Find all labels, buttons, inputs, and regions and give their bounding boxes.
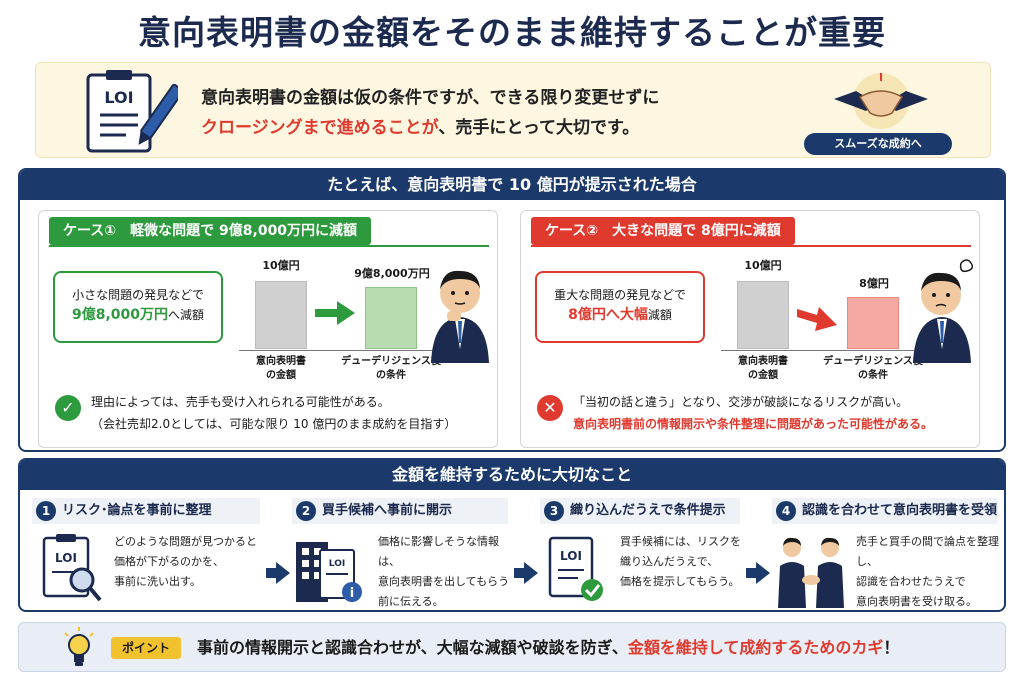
case-1-after-value: 9億8,000万円: [354, 267, 430, 280]
case-2-note-line2: 意向表明書前の情報開示や条件整理に問題があった可能性がある。: [573, 417, 934, 431]
case-2-after-bar: [847, 297, 899, 349]
step-4-title: 4 認識を合わせて意向表明書を受領: [772, 498, 998, 524]
point-text-b: ！: [883, 638, 900, 657]
example-header: たとえば、意向表明書で 10 億円が提示された場合: [20, 170, 1004, 200]
step-3-loi-label: LOI: [560, 549, 582, 563]
point-text-highlight: 金額を維持して成約するためのカギ: [627, 638, 884, 657]
step-1: 1 リスク･論点を事前に整理 LOI どのような問題が見つかると価格が下がるのか…: [32, 490, 264, 610]
case-1-arrow-icon: [315, 301, 355, 325]
case-2-callout-amount: 8億円へ大幅: [568, 307, 648, 323]
case-1-before-bar: [255, 281, 307, 349]
case-2-callout: 重大な問題の発見などで 8億円へ大幅減額: [535, 271, 705, 343]
loi-label: LOI: [104, 88, 133, 107]
step-3-text: 買手候補には、リスクを織り込んだうえで、価格を提示してもらう。: [620, 535, 741, 588]
intro-line-2-rest: 、売手にとって大切です。: [438, 118, 640, 138]
case-2-divider: [531, 245, 971, 247]
step-1-loi-label: LOI: [55, 551, 77, 565]
page-title: 意向表明書の金額をそのまま維持することが重要: [138, 13, 886, 52]
building-document-icon: LOI i: [296, 542, 362, 602]
businessman-worried-icon: [913, 259, 974, 363]
point-box: ポイント 事前の情報開示と認識合わせが、大幅な減額や破談を防ぎ、金額を維持して成…: [18, 622, 1006, 672]
case-2-after-label: デューデリジェンス後の条件: [823, 356, 923, 381]
step-3-title: 3 織り込んだうえで条件提示: [540, 498, 740, 524]
step-1-title: 1 リスク･論点を事前に整理: [32, 498, 260, 524]
case-2-before-bar: [737, 281, 789, 349]
case-2-callout-rest: 減額: [647, 308, 672, 322]
step-2-number: 2: [296, 501, 316, 521]
case-1-before-label: 意向表明書の金額: [256, 356, 306, 381]
case-2-after-value: 8億円: [859, 277, 889, 290]
intro-line-1: 意向表明書の金額は仮の条件ですが、できる限り変更せずに: [201, 88, 660, 108]
case-1-after-bar: [365, 287, 417, 349]
case-1-callout: 小さな問題の発見などで 9億8,000万円へ減額: [53, 271, 223, 343]
lightbulb-icon: [64, 627, 94, 666]
step-2-text: 価格に影響しそうな情報は、意向表明書を出してもらう前に伝える。: [378, 535, 510, 608]
step-4-number: 4: [776, 501, 796, 521]
svg-text:i: i: [350, 586, 354, 601]
loi-magnifier-icon: LOI: [42, 534, 102, 602]
case-2-before-value: 10億円: [744, 259, 782, 272]
case-1-note-line2: （会社売却2.0としては、可能な限り 10 億円のまま成約を目指す）: [91, 417, 457, 431]
check-icon: ✓: [55, 395, 81, 421]
smooth-deal-pill: スムーズな成約へ: [804, 133, 952, 155]
case-2-card: ケース② 大きな問題で 8億円に減額 重大な問題の発見などで 8億円へ大幅減額 …: [520, 210, 980, 448]
loi-clipboard-icon: LOI: [86, 70, 178, 153]
point-text: 事前の情報開示と認識合わせが、大幅な減額や破談を防ぎ、金額を維持して成約するため…: [197, 635, 899, 661]
two-businessmen-handshake-icon: [778, 537, 844, 608]
steps-header: 金額を維持するために大切なこと: [20, 460, 1004, 490]
point-text-a: 事前の情報開示と認識合わせが、大幅な減額や破談を防ぎ、: [197, 638, 628, 657]
case-1-after-label: デューデリジェンス後の条件: [341, 356, 441, 381]
case-1-axis: [239, 350, 469, 351]
case-2-note-line1: 「当初の話と違う」となり、交渉が破談になるリスクが高い。: [573, 395, 909, 409]
step-4: 4 認識を合わせて意向表明書を受領 売手と買手の間で論点を整理し、認識を合わせた…: [772, 490, 1002, 610]
example-panel: たとえば、意向表明書で 10 億円が提示された場合 ケース① 軽微な問題で 9億…: [18, 168, 1006, 452]
steps-row: 1 リスク･論点を事前に整理 LOI どのような問題が見つかると価格が下がるのか…: [20, 490, 1004, 610]
case-2-tag: ケース② 大きな問題で 8億円に減額: [531, 217, 795, 245]
case-1-note-line1: 理由によっては、売手も受け入れられる可能性がある。: [91, 395, 390, 409]
case-1-tag: ケース① 軽微な問題で 9億8,000万円に減額: [49, 217, 372, 245]
handshake-icon: [834, 73, 928, 129]
case-2-before-label: 意向表明書の金額: [738, 356, 788, 381]
step-3-number: 3: [544, 501, 564, 521]
step-2-loi-label: LOI: [329, 559, 345, 569]
case-1-divider: [49, 245, 489, 247]
case-1-callout-rest: へ減額: [168, 308, 205, 322]
steps-panel: 金額を維持するために大切なこと 1 リスク･論点を事前に整理 LOI どのような…: [18, 458, 1006, 612]
step-4-text: 売手と買手の間で論点を整理し、認識を合わせたうえで意向表明書を受け取る。: [856, 535, 999, 608]
point-badge: ポイント: [111, 637, 181, 659]
cross-icon: ✕: [537, 395, 563, 421]
step-3: 3 織り込んだうえで条件提示 LOI 買手候補には、リスクを織り込んだうえで、価…: [540, 490, 746, 610]
case-1-card: ケース① 軽微な問題で 9億8,000万円に減額 小さな問題の発見などで 9億8…: [38, 210, 498, 448]
loi-check-icon: LOI: [548, 536, 603, 601]
case-1-callout-line1: 小さな問題の発見などで: [72, 288, 204, 302]
case-2-arrow-icon: [797, 307, 837, 331]
step-2-title: 2 買手候補へ事前に開示: [292, 498, 508, 524]
case-1-callout-amount: 9億8,000万円: [71, 307, 168, 323]
step-1-number: 1: [36, 501, 56, 521]
case-2-axis: [721, 350, 951, 351]
intro-line-2-highlight: クロージングまで進めることが: [201, 118, 439, 138]
case-2-note: 「当初の話と違う」となり、交渉が破談になるリスクが高い。 意向表明書前の情報開示…: [573, 391, 933, 435]
case-2-chart: 10億円 8億円: [721, 249, 901, 349]
case-1-note: 理由によっては、売手も受け入れられる可能性がある。 （会社売却2.0としては、可…: [91, 391, 456, 435]
case-1-chart: 10億円 9億8,000万円: [239, 249, 430, 349]
case-1-before-value: 10億円: [262, 259, 300, 272]
step-1-text: どのような問題が見つかると価格が下がるのかを、事前に洗い出す。: [114, 535, 257, 588]
businessman-thinking-icon: [431, 270, 489, 363]
step-2: 2 買手候補へ事前に開示 LOI i 価格に影響しそうな情報は、意向表明書を出し…: [292, 490, 514, 610]
case-2-callout-line1: 重大な問題の発見などで: [554, 288, 686, 302]
intro-box: LOI 意向表明書の金額は仮の条件ですが、できる限り変更せずに クロージングまで…: [35, 62, 991, 158]
